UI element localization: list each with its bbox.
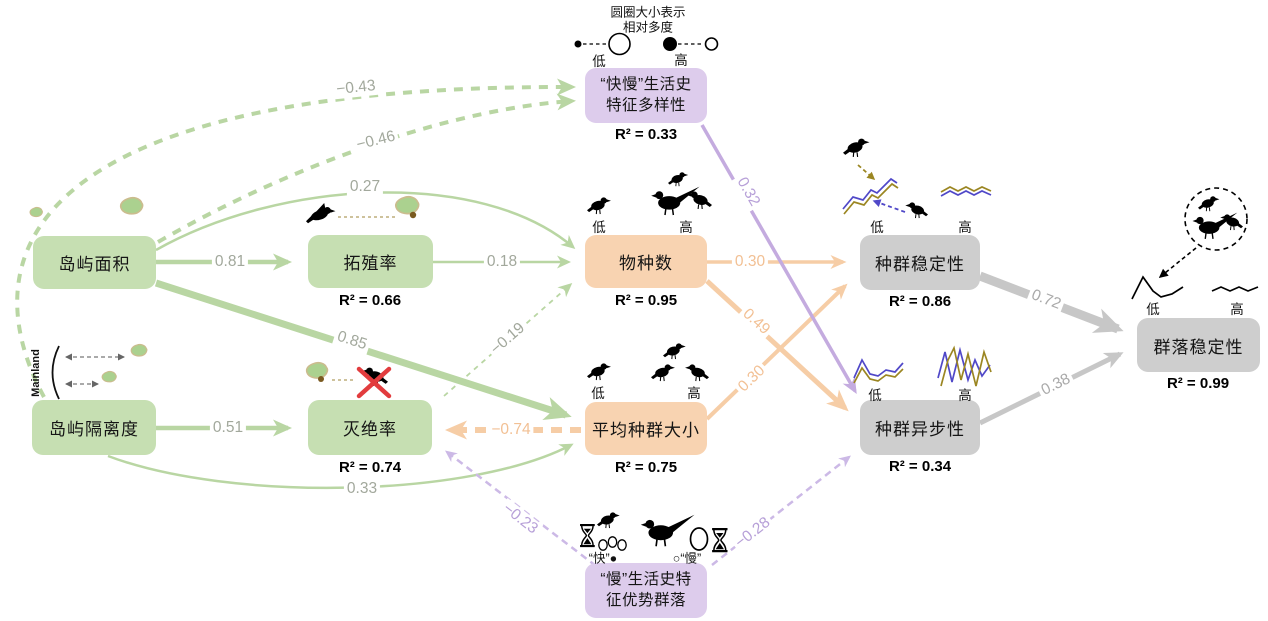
arrow-slow-popasync xyxy=(711,455,851,566)
node-pop-asynchrony-label: 种群异步性 xyxy=(875,420,965,439)
coef-area-species: 0.27 xyxy=(346,178,384,196)
r2-comm-stability: R² = 0.99 xyxy=(1166,375,1230,392)
node-slow-dominated-line1: “慢”生活史特 xyxy=(600,571,692,589)
node-pop-stability-label: 种群稳定性 xyxy=(875,255,965,274)
species-high-tag: 高 xyxy=(679,220,693,235)
legend-title-line1: 圆圈大小表示 xyxy=(610,5,686,20)
node-island-area: 岛屿面积 xyxy=(33,236,156,289)
extinction-icon xyxy=(305,361,392,399)
popsize-low-tag: 低 xyxy=(591,386,605,401)
popsize-high-tag: 高 xyxy=(687,386,701,401)
pop-asynchrony-icons xyxy=(853,345,992,387)
mean-pop-size-icons xyxy=(586,342,710,382)
node-pop-asynchrony: 种群异步性 xyxy=(860,400,980,455)
node-island-isolation: 岛屿隔离度 xyxy=(32,400,156,455)
node-slow-dominated-line2: 征优势群落 xyxy=(605,591,686,609)
slow-life-history-icons xyxy=(578,511,729,553)
node-island-area-label: 岛屿面积 xyxy=(58,255,131,274)
node-pop-stability: 种群稳定性 xyxy=(860,235,980,290)
r2-colonization: R² = 0.66 xyxy=(338,292,402,309)
r2-pop-stability: R² = 0.86 xyxy=(888,293,952,310)
large-egg-icon xyxy=(689,527,709,551)
coef-popsize-extinction: −0.74 xyxy=(488,421,534,439)
species-richness-icons xyxy=(586,171,713,216)
arrow-popsize-popstab xyxy=(705,283,848,421)
node-extinction-label: 灭绝率 xyxy=(343,420,397,439)
coef-isolation-extinction: 0.51 xyxy=(209,419,247,437)
slow-tag: ○“慢” xyxy=(672,551,702,566)
r2-pop-asynchrony: R² = 0.34 xyxy=(888,458,952,475)
coef-colonization-species: 0.18 xyxy=(483,253,521,271)
node-species-richness: 物种数 xyxy=(585,235,707,288)
commstab-low-tag: 低 xyxy=(1146,302,1160,317)
popstab-high-tag: 高 xyxy=(958,220,972,235)
node-fast-slow-diversity-line2: 特征多样性 xyxy=(605,96,686,114)
r2-extinction: R² = 0.74 xyxy=(338,459,402,476)
comm-stability-icons xyxy=(1131,187,1259,300)
legend-title-line2: 相对多度 xyxy=(622,20,674,35)
arrow-fastslow-popasync xyxy=(700,124,857,395)
coef-area-colonization: 0.81 xyxy=(211,253,249,271)
eggs-icon xyxy=(598,536,627,551)
commstab-high-tag: 高 xyxy=(1230,302,1244,317)
r2-mean-pop-size: R² = 0.75 xyxy=(614,459,678,476)
node-fast-slow-diversity: “快慢”生活史 特征多样性 xyxy=(585,68,707,123)
legend-low-label: 低 xyxy=(592,54,606,69)
arrow-isolation-fastslow xyxy=(15,78,576,398)
mainland-label: Mainland xyxy=(30,349,42,397)
coef-species-popstab: 0.30 xyxy=(731,253,769,271)
r2-fast-slow-diversity: R² = 0.33 xyxy=(614,126,678,143)
abundance-legend-icon xyxy=(574,32,719,56)
arrow-species-popasync xyxy=(705,279,849,412)
node-species-richness-label: 物种数 xyxy=(619,254,673,273)
colonization-icon xyxy=(306,195,420,224)
node-colonization-label: 拓殖率 xyxy=(343,254,398,273)
coef-isolation-popsize: 0.33 xyxy=(343,480,381,498)
node-fast-slow-diversity-line1: “快慢”生活史 xyxy=(600,76,692,94)
node-mean-pop-size: 平均种群大小 xyxy=(585,402,707,455)
mainland-icon xyxy=(51,343,148,400)
node-extinction: 灭绝率 xyxy=(308,400,432,455)
popstab-low-tag: 低 xyxy=(870,220,884,235)
node-comm-stability: 群落稳定性 xyxy=(1137,318,1260,372)
pop-stability-icons xyxy=(842,137,992,219)
popasync-low-tag: 低 xyxy=(868,388,882,403)
red-x-icon xyxy=(356,366,392,399)
arrow-slow-extinction xyxy=(445,450,597,567)
node-mean-pop-size-label: 平均种群大小 xyxy=(592,421,700,440)
species-low-tag: 低 xyxy=(592,220,606,235)
node-colonization: 拓殖率 xyxy=(308,235,433,288)
legend-high-label: 高 xyxy=(674,53,688,68)
popasync-high-tag: 高 xyxy=(958,388,972,403)
fast-tag: “快”● xyxy=(588,551,618,566)
node-comm-stability-label: 群落稳定性 xyxy=(1153,337,1244,357)
r2-species-richness: R² = 0.95 xyxy=(614,292,678,309)
node-slow-dominated: “慢”生活史特 征优势群落 xyxy=(585,563,707,618)
node-island-isolation-label: 岛屿隔离度 xyxy=(49,420,139,439)
